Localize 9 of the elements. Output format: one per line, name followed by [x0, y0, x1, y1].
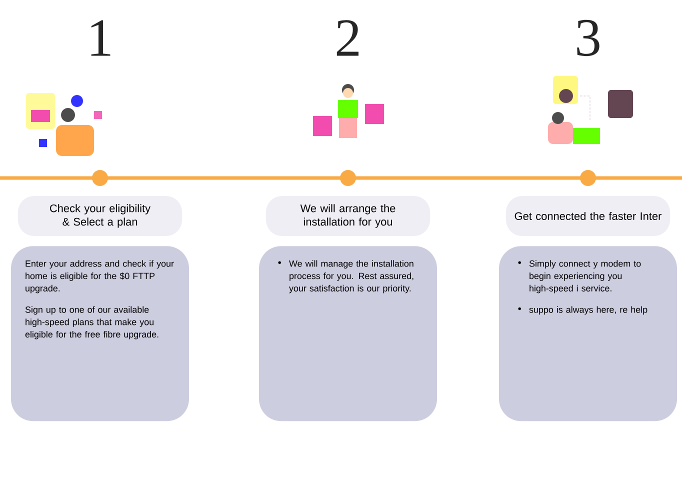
- step-heading: We will arrange the installation for you: [266, 196, 430, 236]
- step-number: 2: [336, 20, 358, 56]
- step-card: Enter your address and check if your home is eligible for the $0 FTTP upgrade. Sign up to one of our available high-speed plans that make you eligible for the free fibre upgrade.: [11, 246, 189, 422]
- step-card: Simply connect y modem to begin experiencing you high-speed i service. suppo is always here, re help: [499, 246, 677, 422]
- step-heading: Check your eligibility & Select a plan: [18, 196, 182, 236]
- step-number: 3: [577, 20, 600, 56]
- step-heading: Get connected the faster Inter: [506, 196, 670, 236]
- step-number: 1: [91, 20, 110, 56]
- step-card: We will manage the installation process for you. Rest assured, your satisfaction is our priority.: [259, 246, 437, 422]
